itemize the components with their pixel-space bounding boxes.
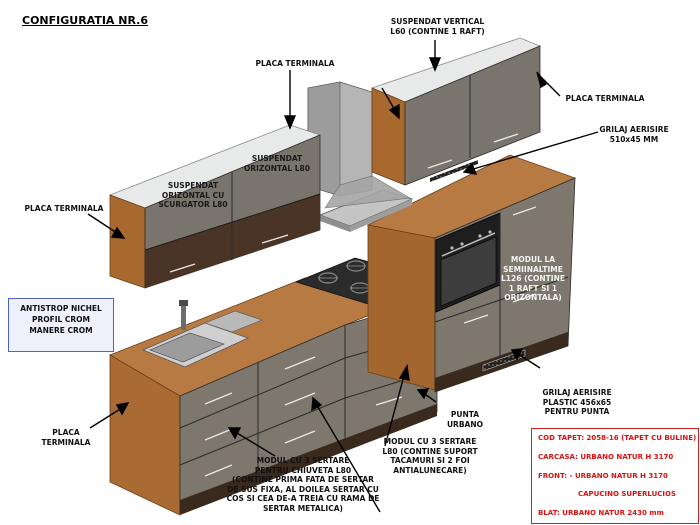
label-placa-terminala-left: PLACA TERMINALA: [24, 204, 104, 213]
info-line-profil: PROFIL CROM: [31, 314, 91, 324]
leader-arrows: [87, 40, 599, 513]
label-modul-3-sertare-suport: MODUL CU 3 SERTARE L80 (CONTINE SUPORT T…: [382, 437, 478, 475]
label-modul-chiuveta: MODUL CU 3 SERTARE PENTRU CHIUVETA L80 (…: [226, 456, 380, 513]
label-punta-urbano: PUNTA URBANO: [446, 410, 484, 429]
top-vent-grille: [430, 160, 478, 182]
spec-carcasa: CARCASA: URBANO NATUR H 3170: [538, 453, 674, 461]
page-title: CONFIGURATIA NR.6: [22, 14, 148, 27]
spec-cod-tapet: COD TAPET: 2058-16 (TAPET CU BULINE): [538, 434, 697, 442]
label-placa-terminala-bottom: PLACA TERMINALA: [41, 428, 91, 447]
label-suspendat-scurgator: SUSPENDAT ORIZONTAL CU SCURGATOR L80: [158, 181, 228, 210]
info-line-manere: MANERE CROM: [29, 325, 93, 335]
material-spec-box: COD TAPET: 2058-16 (TAPET CU BULINE) CAR…: [531, 428, 699, 524]
label-grilaj-plastic: GRILAJ AERISIRE PLASTIC 456x65 PENTRU PU…: [542, 388, 612, 417]
label-modul-semiinaltime: MODUL LA SEMIINALTIME L126 (CONTINE 1 RA…: [501, 255, 565, 303]
label-suspendat-orizontal: SUSPENDAT ORIZONTAL L80: [244, 154, 310, 173]
spec-capucino: CAPUCINO SUPERLUCIOS: [578, 490, 677, 498]
spec-blat: BLAT: URBANO NATUR 2430 mm: [538, 509, 664, 517]
label-placa-terminala-right: PLACA TERMINALA: [565, 94, 645, 103]
info-line-antistrop: ANTISTROP NICHEL: [20, 304, 102, 313]
label-grilaj-aerisire-top: GRILAJ AERISIRE 510x45 MM: [599, 125, 669, 144]
tall-unit: [366, 154, 577, 393]
label-suspendat-vertical: SUSPENDAT VERTICAL L60 (CONTINE 1 RAFT): [390, 17, 485, 36]
spec-front: FRONT: - URBANO NATUR H 3170: [538, 472, 668, 480]
label-placa-terminala-top: PLACA TERMINALA: [255, 59, 335, 68]
upper-cabinets-left: [108, 124, 322, 289]
sink: [141, 300, 263, 368]
hardware-info-box: ANTISTROP NICHEL PROFIL CROM MANERE CROM: [8, 298, 114, 352]
